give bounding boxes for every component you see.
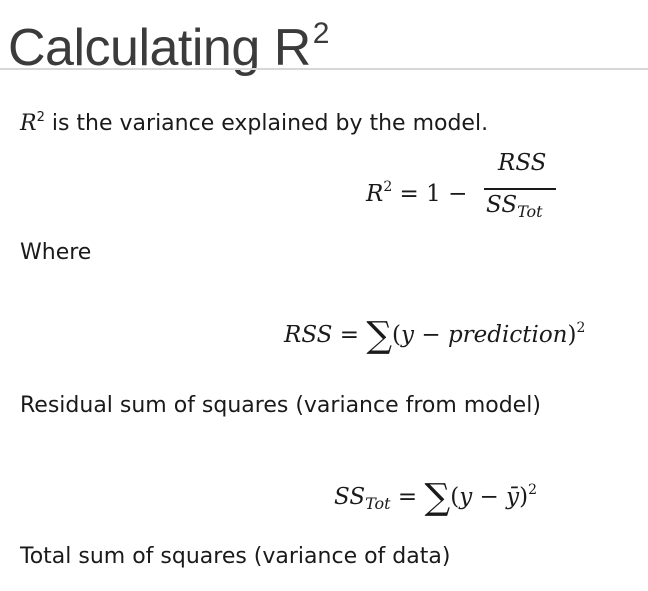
formula-r-symbol: R xyxy=(366,181,384,207)
formula-rss-superscript: 2 xyxy=(576,320,586,336)
summation-symbol: ∑ xyxy=(366,315,393,356)
formula-sstot-minus: − xyxy=(472,484,507,510)
title-divider xyxy=(0,68,648,70)
formula-rss: RSS = ∑(y − prediction)2 xyxy=(284,308,585,356)
formula-rss-prediction: prediction xyxy=(447,322,568,348)
formula-rss-close-paren: ) xyxy=(567,322,577,348)
fraction-numerator-rss: RSS xyxy=(498,150,547,176)
sstot-caption: Total sum of squares (variance of data) xyxy=(20,544,451,569)
formula-sstot-superscript: 2 xyxy=(528,482,538,498)
formula-sstot: SSTot = ∑(y − ȳ)2 xyxy=(334,470,537,524)
intro-r-superscript: 2 xyxy=(36,110,45,125)
formula-r-squared-lhs: R2 = 1 − xyxy=(366,172,467,209)
formula-r-superscript: 2 xyxy=(383,179,393,195)
formula-sstot-close-paren: ) xyxy=(519,484,529,510)
formula-rss-minus: − xyxy=(414,322,448,348)
denominator-subscript-tot: Tot xyxy=(517,202,543,221)
formula-sstot-ybar: ȳ xyxy=(506,484,520,510)
slide-title: Calculating R2 xyxy=(8,2,329,80)
formula-sstot-y: y xyxy=(459,484,473,510)
denominator-ss: SS xyxy=(486,192,518,218)
intro-r-symbol: R xyxy=(20,111,37,136)
where-label: Where xyxy=(20,240,92,265)
rss-caption: Residual sum of squares (variance from m… xyxy=(20,393,541,418)
summation-symbol-2: ∑ xyxy=(424,477,451,518)
slide-title-text: Calculating R xyxy=(8,19,311,77)
formula-rss-y: y xyxy=(401,322,415,348)
formula-sstot-open-paren: ( xyxy=(450,484,460,510)
intro-text: is the variance explained by the model. xyxy=(44,111,489,136)
fraction-bar xyxy=(484,188,556,190)
formula-sstot-subscript: Tot xyxy=(365,494,391,513)
fraction-denominator: SSTot xyxy=(486,192,543,221)
intro-sentence: R2 is the variance explained by the mode… xyxy=(20,104,488,138)
formula-sstot-equals: = xyxy=(390,484,425,510)
formula-equals-one-minus: = 1 − xyxy=(392,181,468,207)
formula-rss-open-paren: ( xyxy=(392,322,402,348)
formula-sstot-ss: SS xyxy=(334,484,366,510)
formula-rss-equals: = xyxy=(332,322,367,348)
slide-title-superscript: 2 xyxy=(312,17,330,50)
formula-rss-lhs: RSS xyxy=(284,322,333,348)
